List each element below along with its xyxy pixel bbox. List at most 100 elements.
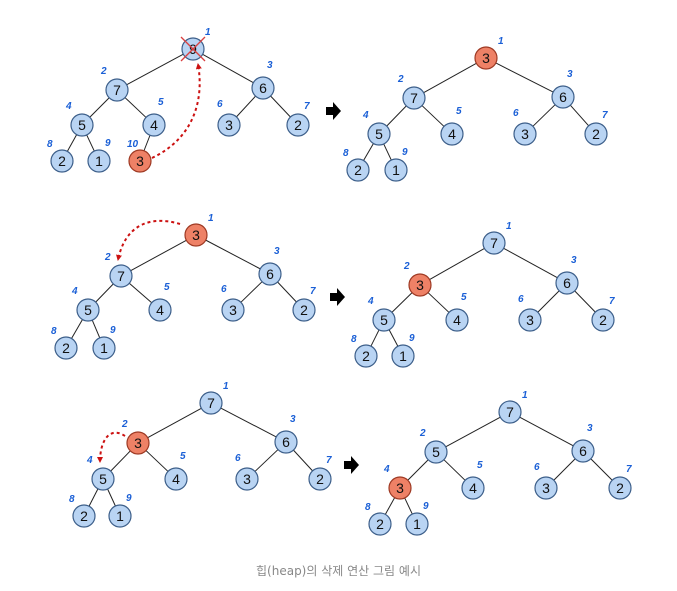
heap-node: 71 bbox=[199, 381, 229, 415]
node-circle bbox=[87, 149, 111, 173]
heap-node: 19 bbox=[87, 138, 111, 173]
tree-edge bbox=[143, 135, 151, 151]
node-circle bbox=[482, 231, 506, 255]
node-value: 3 bbox=[243, 471, 251, 487]
node-index-label: 4 bbox=[383, 464, 390, 475]
heap-node: 63 bbox=[274, 414, 298, 454]
heap-node: 36 bbox=[221, 284, 245, 322]
tree-edge bbox=[236, 95, 256, 118]
node-circle bbox=[54, 336, 78, 360]
node-index-label: 6 bbox=[235, 453, 241, 464]
node-circle bbox=[555, 271, 579, 295]
heap-node: 54 bbox=[362, 110, 391, 146]
heap-node: 32 bbox=[121, 419, 150, 455]
node-value: 6 bbox=[559, 89, 567, 105]
node-index-label: 2 bbox=[100, 66, 107, 77]
node-value: 3 bbox=[225, 117, 233, 133]
tree-edge bbox=[427, 292, 450, 313]
tree-edge bbox=[553, 458, 576, 481]
node-circle bbox=[608, 476, 632, 500]
node-value: 4 bbox=[156, 302, 164, 318]
tree-edge bbox=[95, 283, 114, 303]
node-index-label: 1 bbox=[205, 27, 211, 38]
node-index-label: 9 bbox=[423, 501, 429, 512]
tree-edge bbox=[147, 407, 202, 439]
node-circle bbox=[445, 308, 469, 332]
node-value: 7 bbox=[113, 82, 121, 98]
node-circle bbox=[513, 122, 537, 146]
heap-node: 71 bbox=[498, 390, 528, 424]
node-index-label: 4 bbox=[65, 101, 72, 112]
heap-node: 27 bbox=[286, 101, 310, 137]
node-index-label: 6 bbox=[221, 284, 227, 295]
node-index-label: 1 bbox=[498, 36, 504, 47]
heap-node: 63 bbox=[258, 246, 282, 286]
node-circle bbox=[388, 476, 412, 500]
heap-node: 54 bbox=[86, 455, 115, 491]
node-circle bbox=[50, 149, 74, 173]
node-value: 7 bbox=[410, 90, 418, 106]
node-circle bbox=[498, 400, 522, 424]
heap-node: 71 bbox=[482, 221, 512, 255]
node-circle bbox=[346, 158, 370, 182]
node-circle bbox=[164, 467, 188, 491]
node-index-label: 3 bbox=[571, 255, 577, 266]
node-circle bbox=[551, 85, 575, 109]
node-value: 7 bbox=[207, 395, 215, 411]
heap-node: 310 bbox=[127, 139, 152, 173]
node-index-label: 4 bbox=[71, 286, 78, 297]
tree-edge bbox=[429, 247, 485, 281]
heap-node: 27 bbox=[584, 110, 608, 146]
node-circle bbox=[518, 308, 542, 332]
tree-edge bbox=[495, 62, 554, 93]
node-value: 4 bbox=[469, 480, 477, 496]
heap-node: 63 bbox=[251, 60, 275, 100]
heap-node: 27 bbox=[591, 296, 615, 332]
node-value: 2 bbox=[300, 302, 308, 318]
node-index-label: 9 bbox=[126, 493, 132, 504]
node-index-label: 8 bbox=[69, 494, 75, 505]
step-arrow-1 bbox=[326, 102, 341, 120]
tree-edge bbox=[202, 53, 254, 84]
tree-edge bbox=[130, 239, 187, 272]
tree-edge bbox=[91, 319, 101, 339]
heap-node: 52 bbox=[419, 428, 448, 464]
node-index-label: 1 bbox=[223, 381, 229, 392]
node-index-label: 9 bbox=[409, 333, 415, 344]
node-circle bbox=[221, 298, 245, 322]
tree-edge bbox=[391, 292, 413, 313]
node-value: 3 bbox=[542, 480, 550, 496]
node-value: 3 bbox=[229, 302, 237, 318]
tree-edge bbox=[293, 449, 313, 472]
node-index-label: 3 bbox=[274, 246, 280, 257]
tree-edge bbox=[277, 281, 297, 303]
tree-edge bbox=[443, 459, 466, 481]
node-circle bbox=[108, 504, 132, 528]
node-index-label: 9 bbox=[105, 138, 111, 149]
node-index-label: 7 bbox=[310, 286, 316, 297]
heap-node: 45 bbox=[445, 292, 469, 332]
node-circle bbox=[367, 122, 391, 146]
node-circle bbox=[105, 78, 129, 102]
node-circle bbox=[199, 391, 223, 415]
node-value: 3 bbox=[526, 312, 534, 328]
node-circle bbox=[408, 273, 432, 297]
tree-edge bbox=[66, 134, 78, 152]
node-index-label: 3 bbox=[267, 60, 273, 71]
heap-node: 91 bbox=[180, 27, 211, 62]
node-value: 1 bbox=[95, 153, 103, 169]
node-value: 1 bbox=[100, 340, 108, 356]
node-index-label: 5 bbox=[158, 97, 164, 108]
tree-edge bbox=[240, 281, 263, 303]
step-arrow-3 bbox=[344, 456, 359, 474]
node-circle bbox=[70, 113, 94, 137]
node-value: 6 bbox=[563, 275, 571, 291]
heap-node: 19 bbox=[92, 325, 116, 360]
node-value: 1 bbox=[392, 162, 400, 178]
node-circle bbox=[142, 113, 166, 137]
tree-edge bbox=[145, 450, 169, 472]
